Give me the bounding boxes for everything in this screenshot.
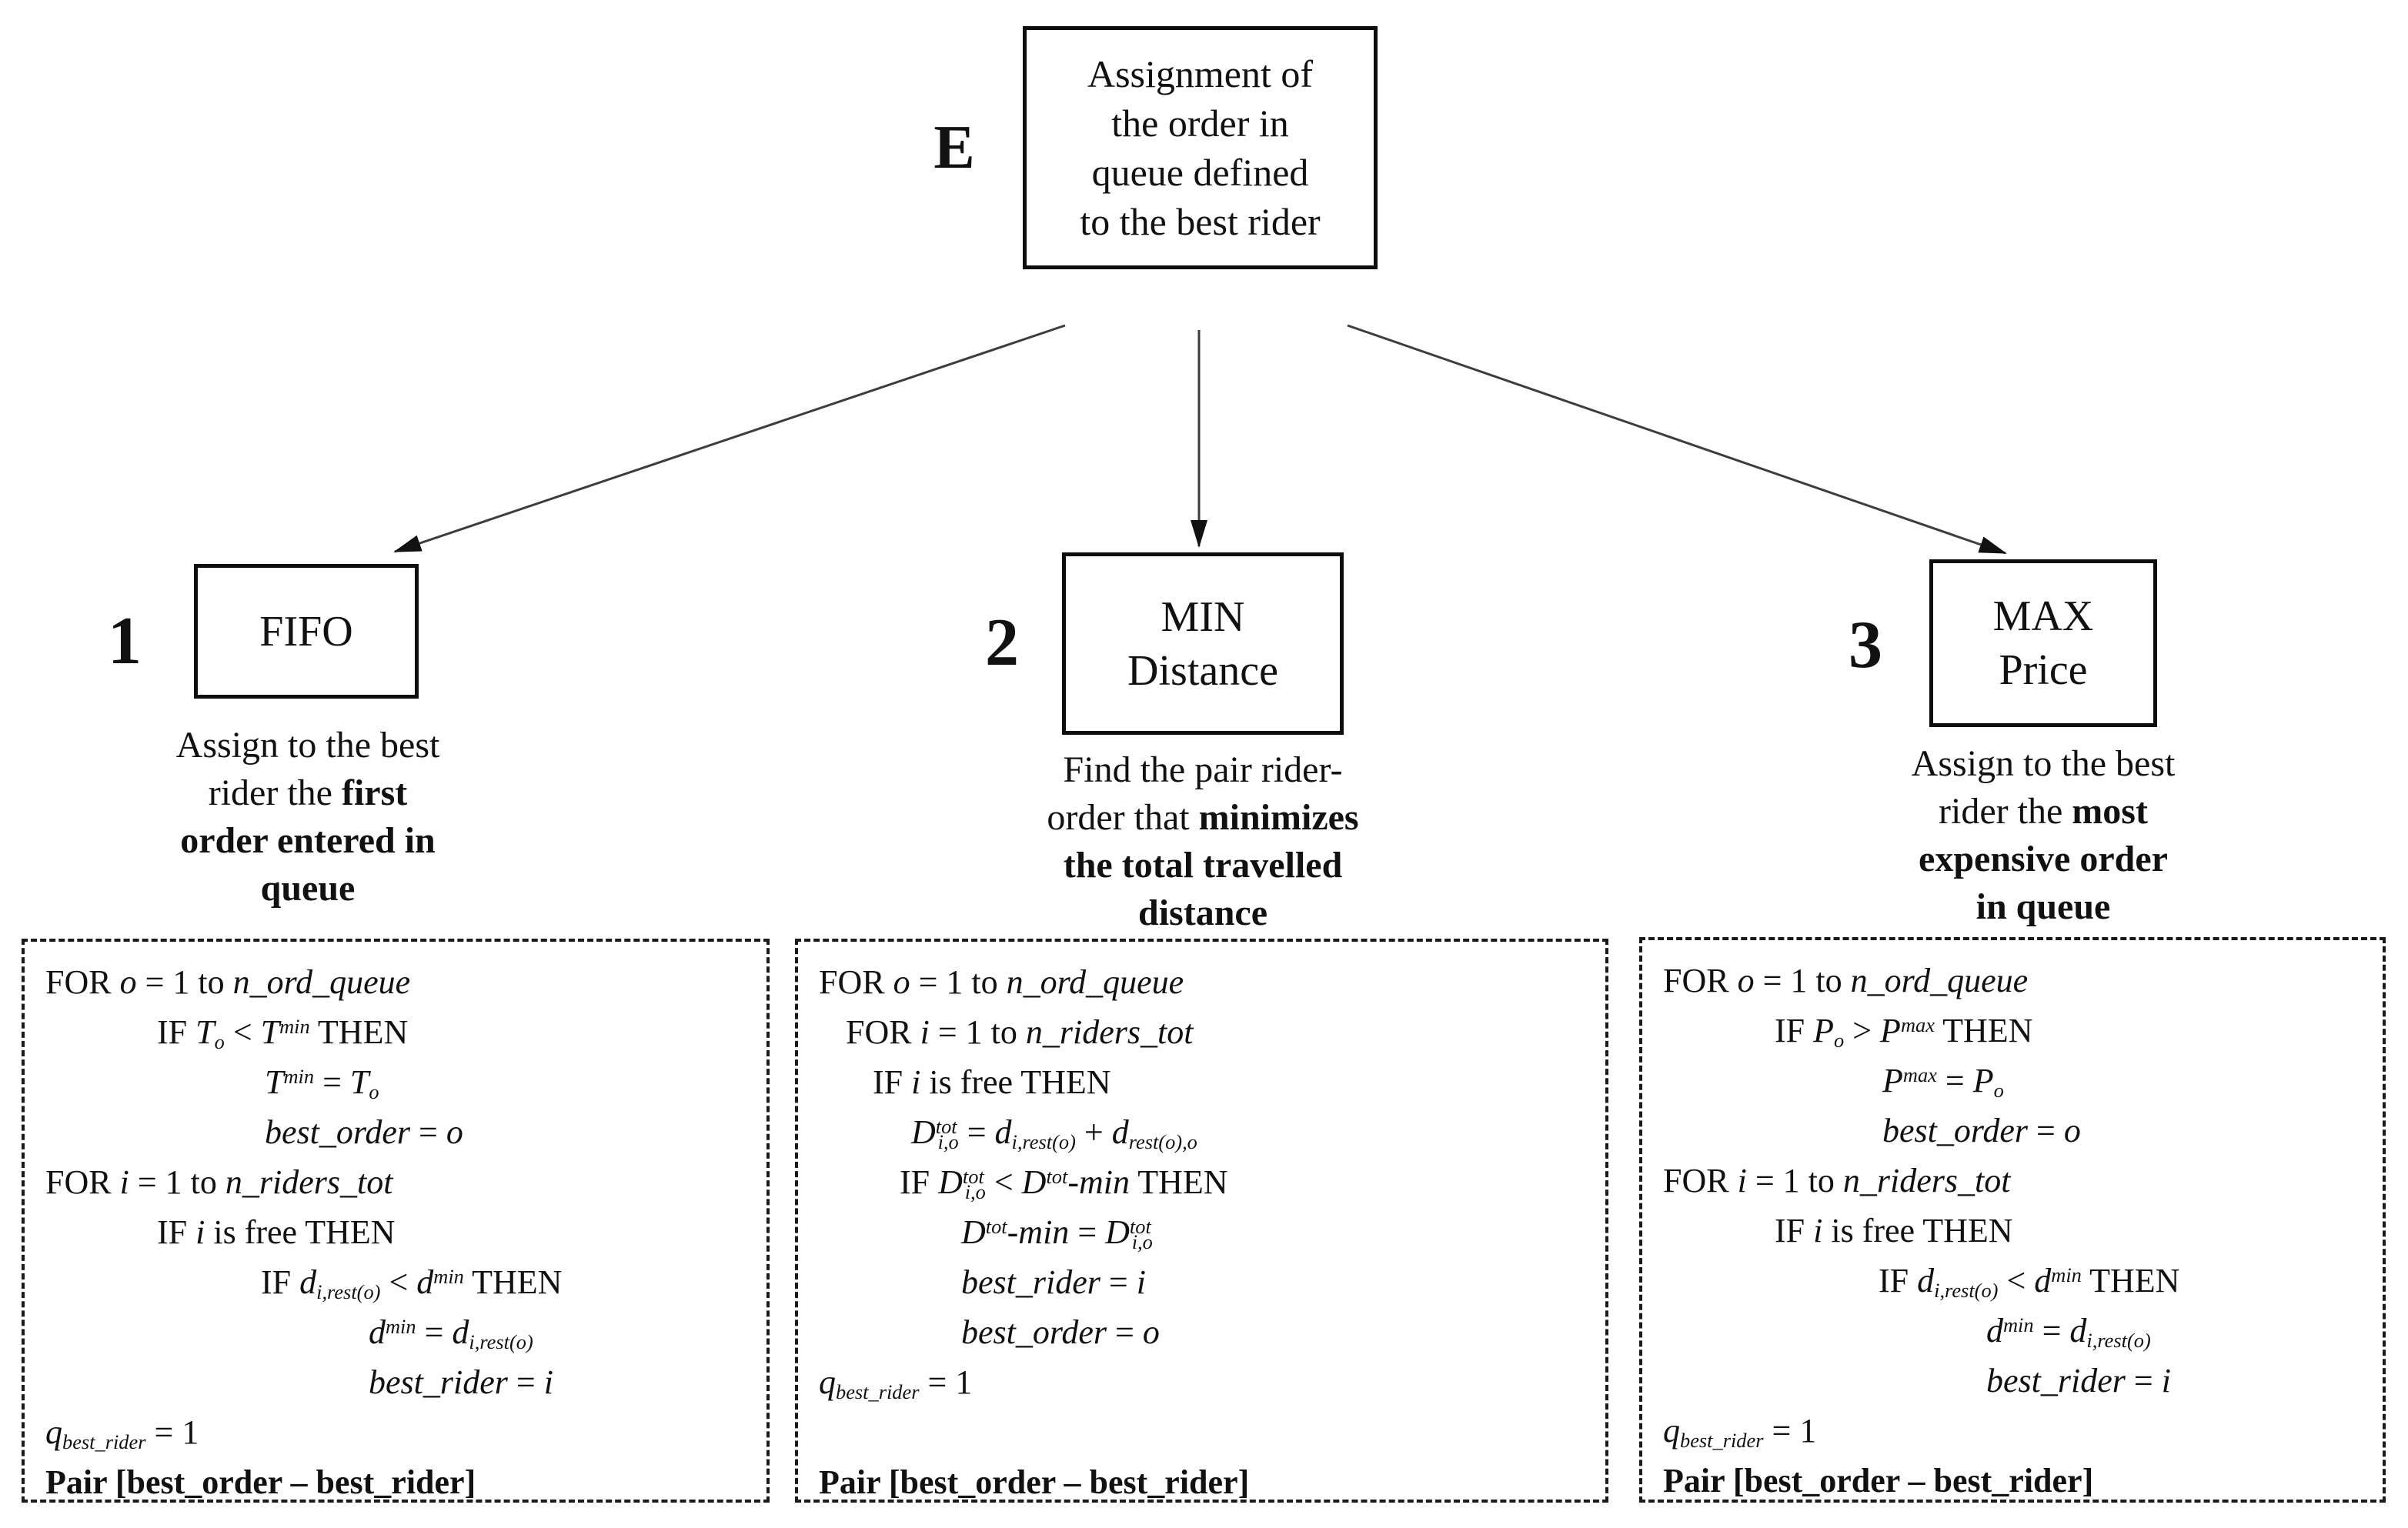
pseudocode-line: FOR o = 1 to n_ord_queue bbox=[1663, 962, 2029, 999]
pseudocode-line: Tmin = To bbox=[265, 1063, 379, 1104]
pseudocode-line: qbest_rider = 1 bbox=[1663, 1412, 1817, 1453]
pseudocode-line: IF i is free THEN bbox=[157, 1213, 396, 1251]
pseudocode-line: FOR i = 1 to n_riders_tot bbox=[1663, 1162, 2011, 1199]
pseudocode-line: FOR i = 1 to n_riders_tot bbox=[45, 1163, 393, 1201]
arrow-root-to-fifo bbox=[393, 324, 1066, 553]
pseudocode-line: best_order = o bbox=[1882, 1112, 2081, 1149]
root-node-id-label: E bbox=[933, 114, 975, 182]
pseudocode-line: FOR o = 1 to n_ord_queue bbox=[819, 963, 1184, 1001]
pseudocode-line: Pair [best_order – best_rider] bbox=[45, 1463, 476, 1501]
strategy-1-title: FIFO bbox=[259, 607, 353, 656]
pseudocode-line: IF di,rest(o) < dmin THEN bbox=[1879, 1262, 2180, 1303]
strategy-2-number: 2 bbox=[985, 606, 1019, 680]
pseudocode-line: Pair [best_order – best_rider] bbox=[1663, 1462, 2094, 1500]
arrow-root-to-max-price bbox=[1347, 324, 2007, 555]
pseudocode-line: Dtoti,o = di,rest(o) + drest(o),o bbox=[911, 1113, 1197, 1154]
pseudocode-line: Pmax = Po bbox=[1882, 1062, 2004, 1103]
pseudocode-line bbox=[819, 1407, 1593, 1457]
pseudocode-line: IF i is free THEN bbox=[1775, 1212, 2013, 1249]
pseudocode-line: IF Po > Pmax THEN bbox=[1775, 1012, 2033, 1053]
strategy-1-box-fifo: FIFO bbox=[194, 564, 419, 699]
pseudocode-line: FOR i = 1 to n_riders_tot bbox=[846, 1013, 1194, 1051]
strategy-3-pseudocode-box: FOR o = 1 to n_ord_queue IF Po > Pmax THE… bbox=[1639, 937, 2386, 1503]
strategy-2-description: Find the pair rider-order that minimizes… bbox=[1047, 749, 1359, 933]
pseudocode-line: Pair [best_order – best_rider] bbox=[819, 1463, 1250, 1501]
pseudocode-line: dmin = di,rest(o) bbox=[1986, 1312, 2151, 1353]
pseudocode-line: IF i is free THEN bbox=[873, 1063, 1111, 1101]
strategy-1-number: 1 bbox=[108, 604, 142, 679]
pseudocode-line: IF di,rest(o) < dmin THEN bbox=[261, 1263, 563, 1304]
pseudocode-line: best_order = o bbox=[265, 1113, 463, 1151]
pseudocode-line: qbest_rider = 1 bbox=[45, 1413, 199, 1454]
pseudocode-line: FOR o = 1 to n_ord_queue bbox=[45, 963, 411, 1001]
pseudocode-line: Dtot-min = Dtoti,o bbox=[961, 1213, 1153, 1254]
pseudocode-line: best_rider = i bbox=[369, 1363, 553, 1401]
strategy-1-pseudocode-box: FOR o = 1 to n_ord_queue IF To < Tmin THE… bbox=[22, 939, 770, 1503]
pseudocode-line: IF Dtoti,o < Dtot-min THEN bbox=[900, 1163, 1228, 1204]
pseudocode-line: dmin = di,rest(o) bbox=[369, 1313, 533, 1354]
pseudocode-line: best_rider = i bbox=[1986, 1362, 2171, 1400]
strategy-3-number: 3 bbox=[1849, 608, 1882, 682]
pseudocode-line: qbest_rider = 1 bbox=[819, 1363, 973, 1404]
pseudocode-line: IF To < Tmin THEN bbox=[157, 1013, 409, 1054]
pseudocode-line: best_rider = i bbox=[961, 1263, 1146, 1301]
pseudocode-line: best_order = o bbox=[961, 1313, 1160, 1351]
